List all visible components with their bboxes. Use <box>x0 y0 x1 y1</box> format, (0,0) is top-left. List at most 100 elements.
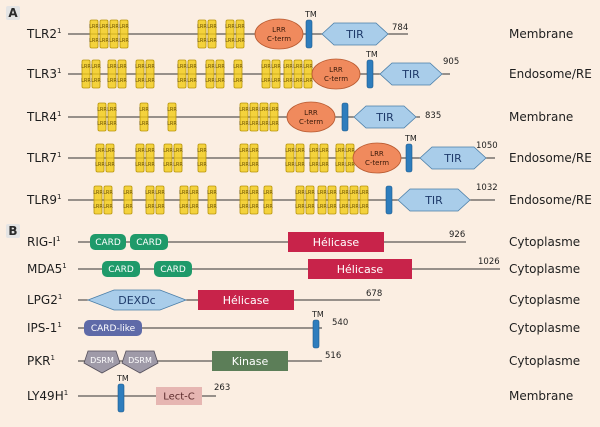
svg-text:LRR: LRR <box>81 78 91 84</box>
tir-domain: TIR <box>397 188 471 212</box>
svg-text:TIR: TIR <box>345 28 364 41</box>
svg-text:LRR: LRR <box>327 204 337 210</box>
svg-text:LRR: LRR <box>103 190 113 196</box>
svg-text:LRR: LRR <box>167 107 177 113</box>
svg-text:TIR: TIR <box>401 68 420 81</box>
svg-text:LRR: LRR <box>303 78 313 84</box>
svg-text:LRR: LRR <box>261 78 271 84</box>
card-domain: CARD <box>90 234 126 250</box>
svg-text:LRR: LRR <box>263 190 273 196</box>
protein-length: 835 <box>425 111 441 121</box>
svg-text:LRR: LRR <box>197 24 207 30</box>
svg-text:LRR: LRR <box>97 121 107 127</box>
svg-text:LRR: LRR <box>135 78 145 84</box>
svg-text:LRR: LRR <box>145 64 155 70</box>
svg-text:LRR: LRR <box>239 204 249 210</box>
svg-text:LRR: LRR <box>135 148 145 154</box>
svg-text:LRR: LRR <box>197 38 207 44</box>
svg-text:LRR: LRR <box>269 107 279 113</box>
svg-text:LRR: LRR <box>335 162 345 168</box>
svg-text:LRR: LRR <box>295 190 305 196</box>
svg-text:LRR: LRR <box>317 190 327 196</box>
svg-text:LRR: LRR <box>139 107 149 113</box>
svg-text:LRR: LRR <box>145 162 155 168</box>
svg-text:LRR: LRR <box>285 162 295 168</box>
svg-text:LRR: LRR <box>123 190 133 196</box>
svg-text:LRR: LRR <box>293 78 303 84</box>
lect-c-domain: Lect-C <box>156 387 202 405</box>
protein-name: TLR31 <box>26 67 61 81</box>
svg-text:CARD: CARD <box>160 265 186 275</box>
protein-name: MDA51 <box>27 262 67 276</box>
section-b-label: B <box>8 224 17 238</box>
svg-text:TM: TM <box>404 134 417 143</box>
svg-text:LRR: LRR <box>309 148 319 154</box>
svg-text:Kinase: Kinase <box>232 355 269 368</box>
svg-text:Hélicase: Hélicase <box>337 263 384 276</box>
tm-domain: TM <box>304 10 317 49</box>
protein-name: LPG21 <box>27 293 62 307</box>
location-label: Cytoplasme <box>509 235 580 249</box>
svg-text:LRR: LRR <box>105 148 115 154</box>
svg-text:LRR: LRR <box>109 38 119 44</box>
svg-text:LRR: LRR <box>249 162 259 168</box>
svg-text:LRR: LRR <box>359 190 369 196</box>
section-b-badge <box>6 224 20 238</box>
svg-text:LRR: LRR <box>319 148 329 154</box>
lrr-repeat: LRR LRR <box>145 143 155 173</box>
svg-text:LRR: LRR <box>145 148 155 154</box>
location-label: Endosome/RE <box>509 67 592 81</box>
section-a-label: A <box>8 6 18 20</box>
svg-text:LRR: LRR <box>119 24 129 30</box>
svg-text:LRR: LRR <box>225 38 235 44</box>
protein-length: 784 <box>392 23 408 33</box>
tm-domain <box>341 102 349 132</box>
location-label: Membrane <box>509 27 573 41</box>
protein-length: 678 <box>366 289 382 299</box>
svg-text:LRR: LRR <box>269 121 279 127</box>
svg-text:TM: TM <box>311 310 324 319</box>
protein-name: TLR41 <box>26 110 61 124</box>
svg-text:LRR: LRR <box>304 109 318 117</box>
svg-text:TIR: TIR <box>443 152 462 165</box>
svg-text:LRR: LRR <box>155 190 165 196</box>
svg-text:LRR: LRR <box>197 162 207 168</box>
protein-length: 1050 <box>476 141 498 151</box>
location-label: Endosome/RE <box>509 151 592 165</box>
svg-text:Lect-C: Lect-C <box>163 392 195 403</box>
svg-text:LRR: LRR <box>163 162 173 168</box>
location-label: Membrane <box>509 110 573 124</box>
svg-text:LRR: LRR <box>95 148 105 154</box>
location-label: Endosome/RE <box>509 193 592 207</box>
location-label: Cytoplasme <box>509 321 580 335</box>
card-like-domain: CARD-like <box>84 320 142 336</box>
